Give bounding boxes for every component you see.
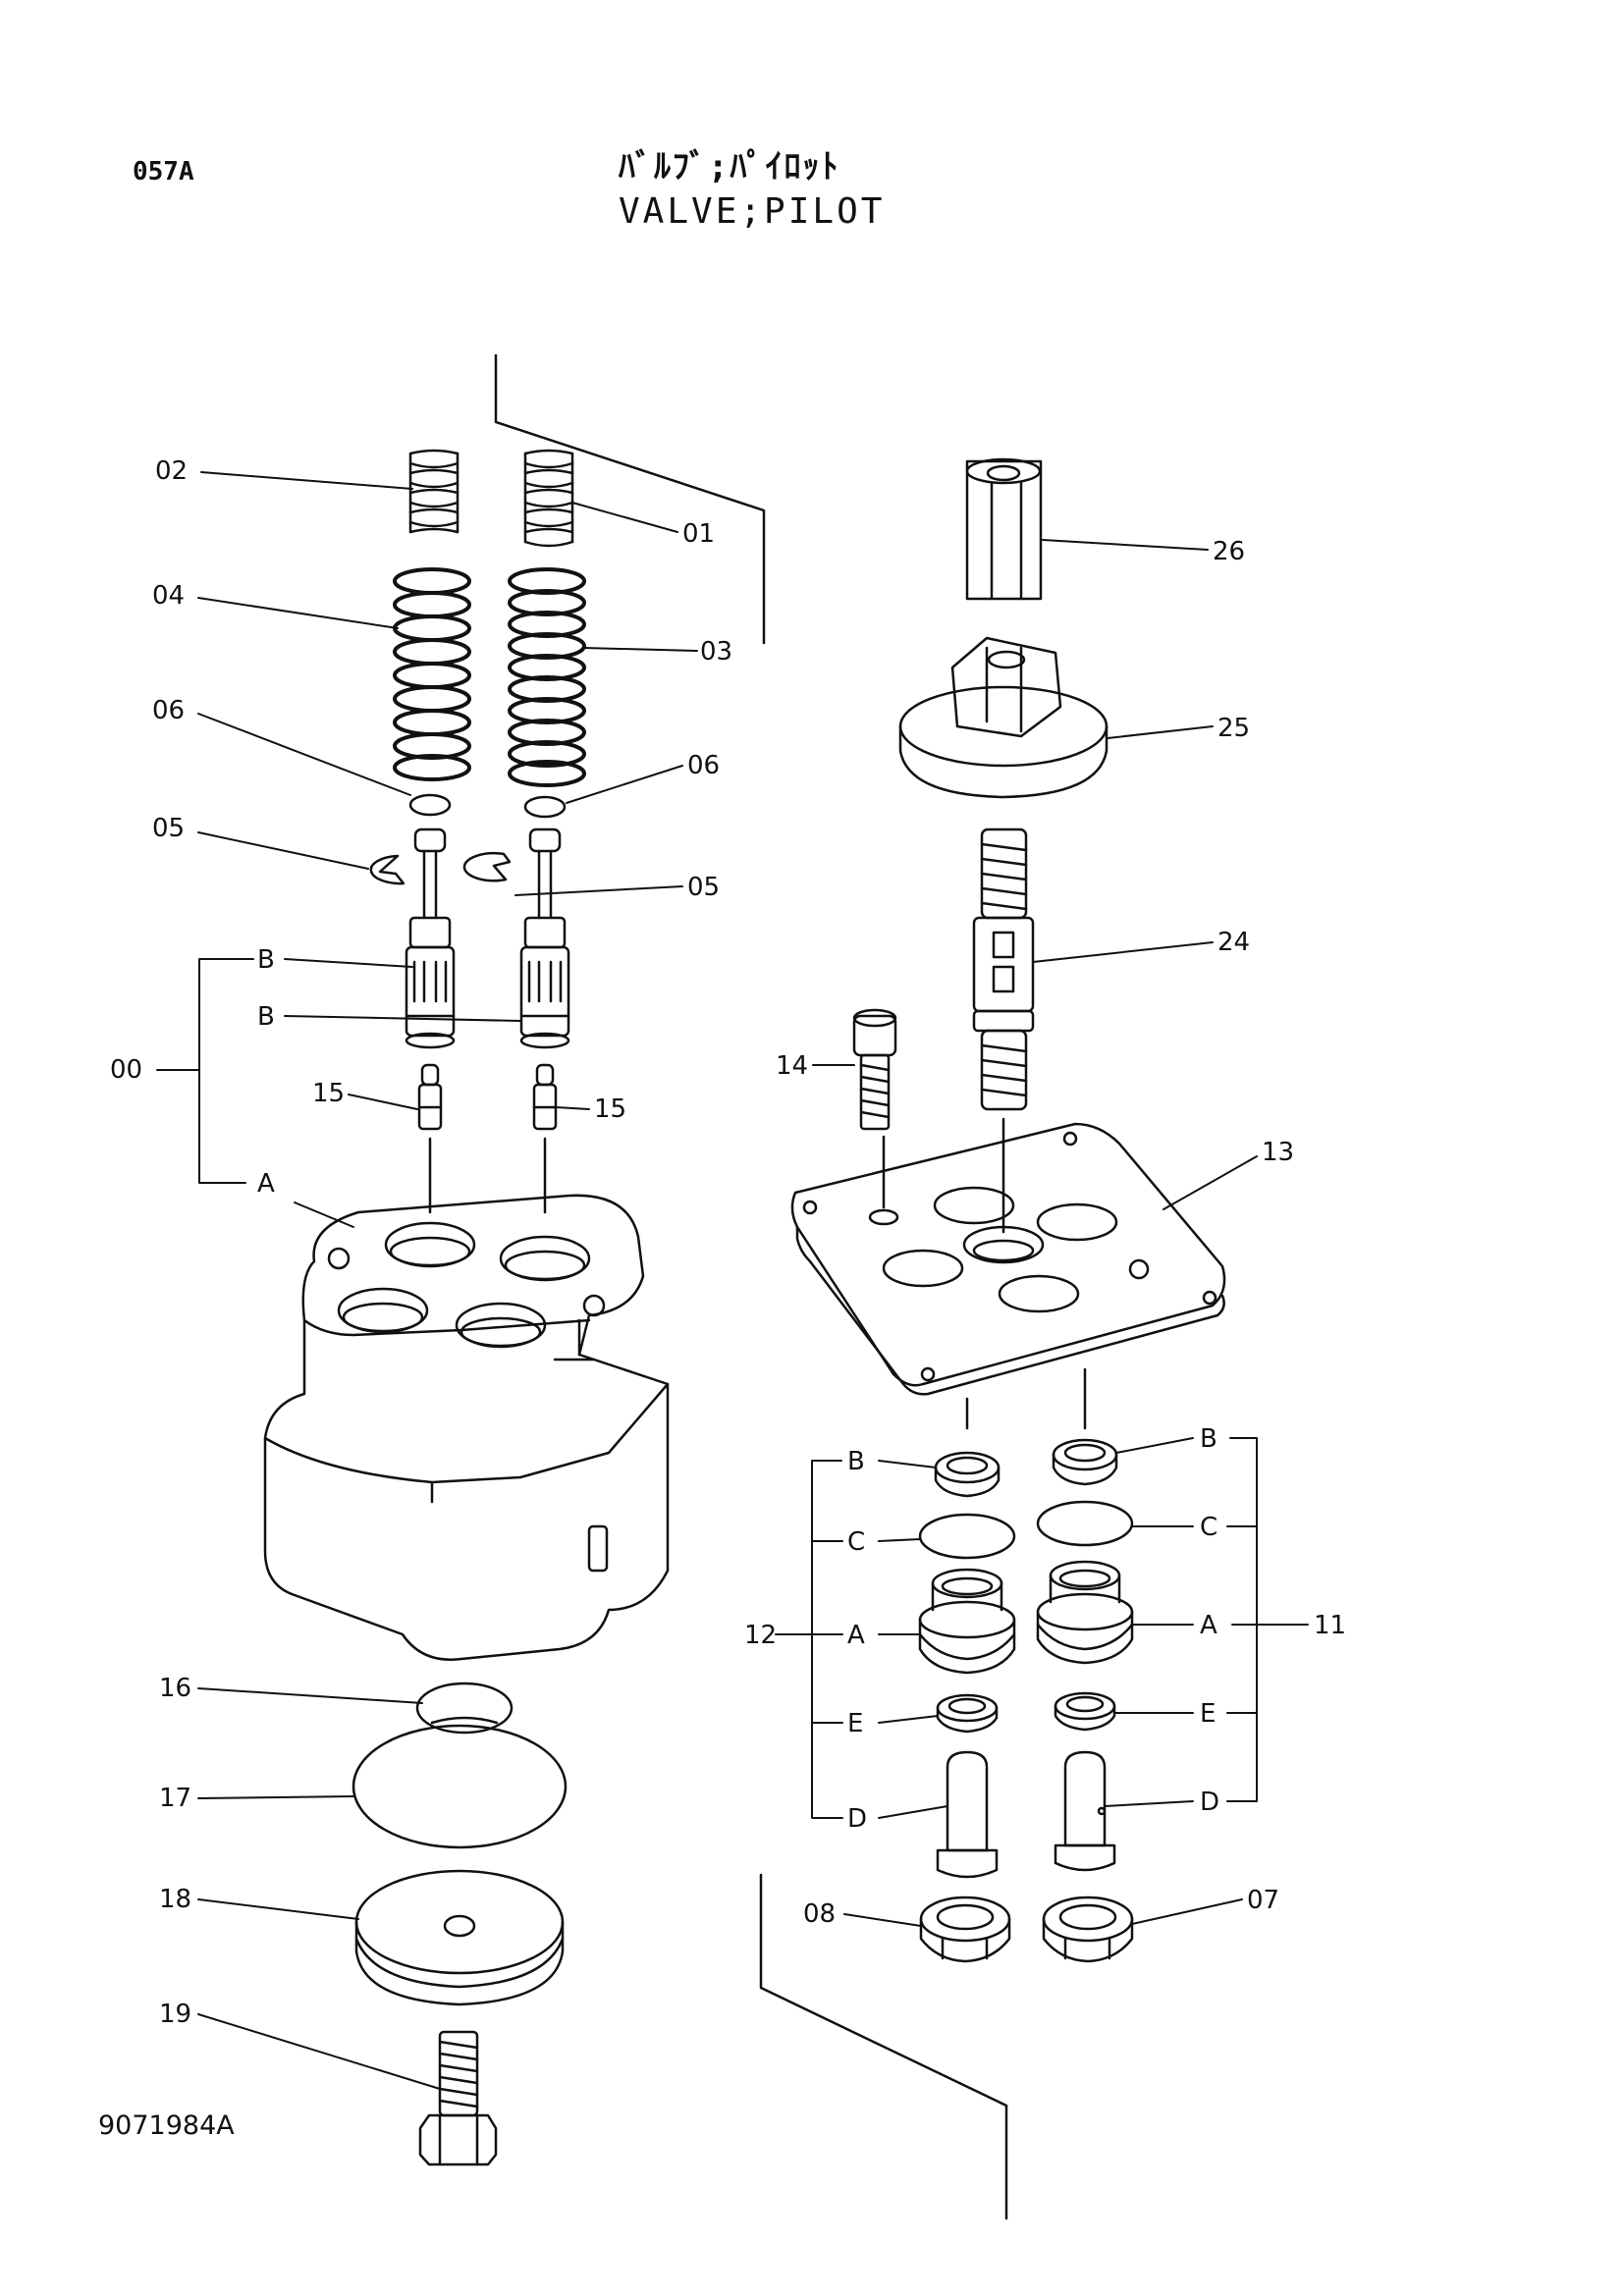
callout-24: 24 bbox=[1217, 928, 1250, 957]
callout-11: 11 bbox=[1314, 1611, 1346, 1640]
oring-12C bbox=[918, 1513, 1016, 1560]
callout-13: 13 bbox=[1262, 1138, 1294, 1167]
callout-19: 19 bbox=[159, 2000, 191, 2029]
callout-04: 04 bbox=[152, 581, 185, 611]
sleeve-12A bbox=[918, 1568, 1016, 1675]
callout-26: 26 bbox=[1213, 537, 1245, 566]
callout-05-left: 05 bbox=[152, 814, 185, 843]
seal-11B bbox=[1052, 1438, 1118, 1486]
callout-01: 01 bbox=[682, 519, 715, 549]
spool-left bbox=[405, 828, 456, 1049]
callout-14: 14 bbox=[776, 1051, 808, 1081]
plate-13 bbox=[790, 1122, 1226, 1396]
pin-15-left bbox=[417, 1063, 443, 1131]
oring-17 bbox=[352, 1724, 568, 1849]
callout-11-B: B bbox=[1200, 1424, 1217, 1454]
valve-casing bbox=[263, 1194, 670, 1661]
callout-03: 03 bbox=[700, 637, 732, 667]
bracket-frame-bottom bbox=[759, 1873, 1008, 2220]
callout-12-E: E bbox=[847, 1709, 863, 1738]
cover-18 bbox=[354, 1869, 565, 2006]
plunger-12D bbox=[936, 1750, 999, 1879]
callout-11-C: C bbox=[1200, 1513, 1217, 1542]
callout-00: 00 bbox=[110, 1055, 142, 1085]
callout-12-A: A bbox=[847, 1621, 865, 1650]
clip-05-right bbox=[462, 851, 512, 882]
callout-00-B-upper: B bbox=[257, 945, 275, 975]
callout-12: 12 bbox=[744, 1621, 777, 1650]
seal-12E bbox=[936, 1693, 999, 1734]
callout-18: 18 bbox=[159, 1885, 191, 1914]
callout-12-C: C bbox=[847, 1527, 865, 1557]
callout-00-A: A bbox=[257, 1169, 275, 1199]
spool-right bbox=[519, 828, 570, 1049]
callout-15-left: 15 bbox=[312, 1079, 345, 1108]
callout-06-left: 06 bbox=[152, 696, 185, 725]
spring-03 bbox=[508, 567, 586, 787]
ujoint-24 bbox=[972, 828, 1035, 1111]
callout-labels: 02 01 04 03 06 06 05 05 B B 00 A 15 15 1… bbox=[110, 456, 1346, 2029]
callout-11-D: D bbox=[1200, 1788, 1219, 1817]
callout-11-E: E bbox=[1200, 1699, 1216, 1729]
washer-06-right bbox=[523, 795, 567, 819]
callout-05-right: 05 bbox=[687, 873, 720, 902]
pin-15-right bbox=[532, 1063, 558, 1131]
title-japanese: ﾊﾞﾙﾌﾞ;ﾊﾟｲﾛｯﾄ bbox=[619, 147, 840, 187]
callout-16: 16 bbox=[159, 1674, 191, 1703]
sleeve-11A bbox=[1036, 1560, 1134, 1665]
callout-02: 02 bbox=[155, 456, 188, 486]
leader-lines bbox=[156, 471, 1309, 2090]
screw-14 bbox=[852, 1008, 897, 1131]
plunger-11D bbox=[1054, 1750, 1116, 1872]
callout-07: 07 bbox=[1247, 1886, 1279, 1915]
drawing-number: 9071984A bbox=[98, 2110, 235, 2141]
callout-06-right: 06 bbox=[687, 751, 720, 780]
seal-12B bbox=[934, 1451, 1001, 1498]
spring-01 bbox=[523, 449, 574, 548]
flange-25 bbox=[898, 636, 1109, 799]
title-english: VALVE;PILOT bbox=[619, 191, 886, 232]
clip-05-left bbox=[369, 854, 406, 885]
callout-11-A: A bbox=[1200, 1611, 1217, 1640]
bracket-frame-top bbox=[494, 353, 766, 645]
callout-12-D: D bbox=[847, 1804, 867, 1834]
callout-00-B-lower: B bbox=[257, 1002, 275, 1032]
washer-06-left bbox=[408, 793, 452, 817]
seal-11E bbox=[1054, 1691, 1116, 1732]
callout-17: 17 bbox=[159, 1784, 191, 1813]
oring-16 bbox=[415, 1682, 514, 1735]
bolt-19 bbox=[418, 2030, 498, 2166]
nut-07 bbox=[1042, 1896, 1134, 1963]
nut-08 bbox=[919, 1896, 1011, 1963]
callout-15-right: 15 bbox=[594, 1095, 626, 1124]
page-code: 057A bbox=[133, 157, 194, 187]
oring-11C bbox=[1036, 1500, 1134, 1547]
callout-08: 08 bbox=[803, 1899, 836, 1929]
spring-02 bbox=[408, 449, 460, 534]
coupling-26 bbox=[965, 457, 1043, 601]
callout-25: 25 bbox=[1217, 714, 1250, 743]
callout-12-B: B bbox=[847, 1447, 865, 1476]
spring-04 bbox=[393, 567, 471, 781]
